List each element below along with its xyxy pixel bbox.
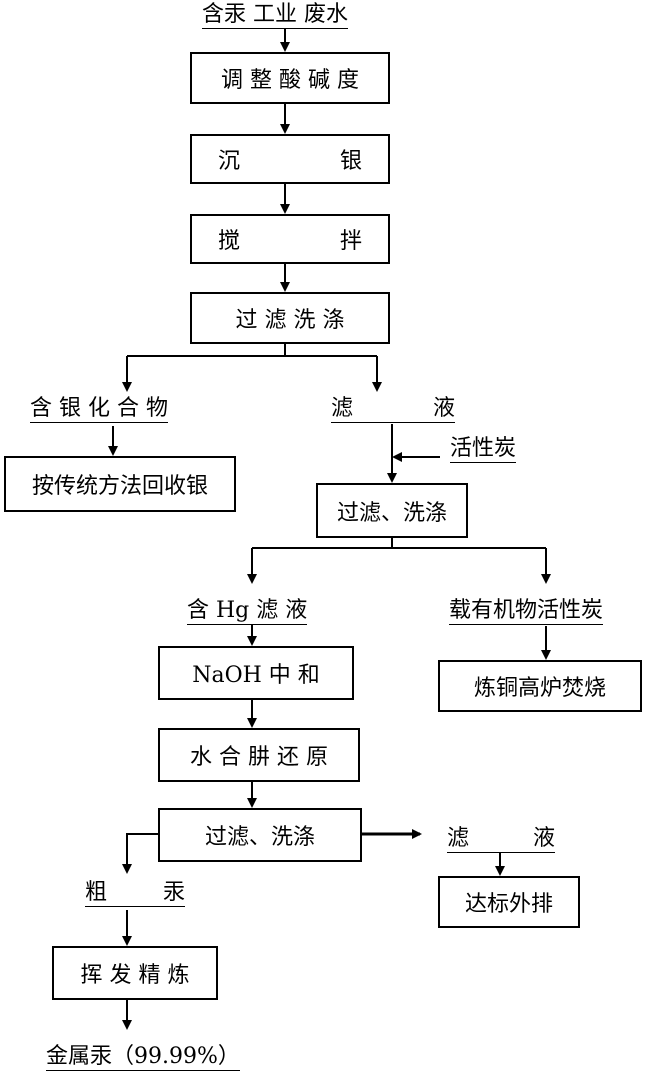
label-silver-compound: 含 银 化 合 物	[30, 396, 168, 423]
box-stir-b: 拌	[339, 229, 362, 254]
box-incinerate: 炼铜高炉焚烧	[438, 660, 642, 712]
box-filter-wash-3: 过滤、洗涤	[158, 808, 362, 862]
label-filtrate-1-a: 滤	[331, 396, 354, 421]
box-stir: 搅 拌	[190, 214, 390, 264]
label-start: 含汞 工业 废水	[202, 2, 348, 29]
label-loaded-carbon: 载有机物活性炭	[449, 598, 604, 625]
box-distill-refine: 挥 发 精 炼	[52, 946, 218, 1000]
box-filter-wash-2: 过滤、洗涤	[316, 483, 468, 538]
label-filtrate-1: 滤 液	[331, 396, 455, 423]
box-adjust-ph: 调 整 酸 碱 度	[190, 52, 390, 104]
label-crude-mercury: 粗 汞	[85, 880, 185, 907]
label-filtrate-2-b: 液	[532, 826, 555, 851]
label-crude-mercury-b: 汞	[162, 880, 185, 905]
box-stir-a: 搅	[218, 229, 241, 254]
label-hg-filtrate: 含 Hg 滤 液	[187, 598, 308, 625]
arrow-filter3-to-crude	[122, 833, 160, 874]
box-discharge: 达标外排	[438, 876, 580, 928]
box-precipitate-silver-b: 银	[339, 149, 362, 174]
label-final-mercury: 金属汞（99.99%）	[46, 1044, 240, 1071]
box-naoh-neutralize: NaOH 中 和	[158, 646, 354, 700]
box-filter-wash-1: 过 滤 洗 涤	[190, 292, 390, 344]
box-recover-silver: 按传统方法回收银	[4, 456, 236, 512]
label-crude-mercury-a: 粗	[85, 880, 108, 905]
label-activated-carbon: 活性炭	[450, 436, 517, 463]
box-precipitate-silver-a: 沉	[218, 149, 241, 174]
label-filtrate-2: 滤 液	[447, 826, 555, 853]
box-hydrazine-reduce: 水 合 肼 还 原	[158, 728, 360, 782]
label-filtrate-2-a: 滤	[447, 826, 470, 851]
label-filtrate-1-b: 液	[432, 396, 455, 421]
box-precipitate-silver: 沉 银	[190, 134, 390, 184]
